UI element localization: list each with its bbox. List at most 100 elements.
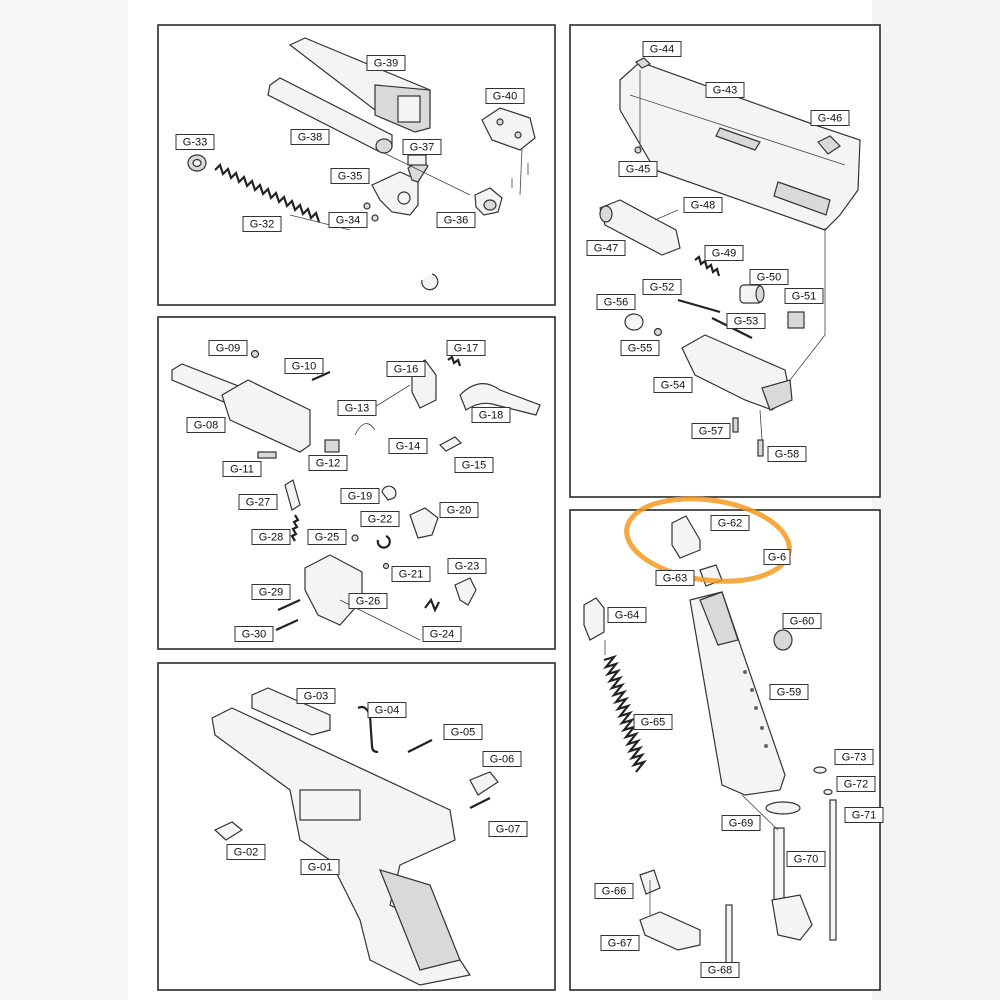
part-label-box — [238, 494, 278, 510]
outer-barrel-part — [288, 37, 431, 133]
rod-part — [829, 799, 837, 941]
part-label-text: G-28 — [259, 532, 283, 544]
hop-adjuster-part — [407, 154, 427, 166]
part-label-text: G-27 — [246, 497, 270, 509]
part-label-g-06: G-06 — [482, 751, 522, 767]
part-label-text: G-48 — [691, 200, 715, 212]
part-label-box — [300, 859, 340, 875]
part-label-box — [749, 269, 789, 285]
knocker-screw-part — [653, 327, 663, 337]
oring-part — [421, 273, 439, 291]
part-label-text: G-60 — [790, 616, 814, 628]
part-label-box — [721, 815, 761, 831]
rail-screw-part — [250, 349, 260, 359]
catch-spring-part — [290, 514, 300, 542]
rail-pin-part — [311, 370, 331, 382]
part-label-g-71: G-71 — [844, 807, 884, 823]
part-label-g-67: G-67 — [600, 935, 640, 951]
part-label-text: G-16 — [394, 364, 418, 376]
part-label-box — [485, 88, 525, 104]
part-label-text: G-13 — [345, 403, 369, 415]
part-label-text: G-66 — [602, 886, 626, 898]
magazine-catch-part — [284, 479, 301, 511]
part-label-g-73: G-73 — [834, 749, 874, 765]
panel-magazine-assembly — [569, 509, 881, 991]
part-label-box — [844, 807, 884, 823]
part-label-box — [655, 570, 695, 586]
part-label-text: G-53 — [734, 316, 758, 328]
part-label-g-26: G-26 — [348, 593, 388, 609]
hammer-spring-part — [447, 355, 462, 367]
part-label-g-15: G-15 — [454, 457, 494, 473]
part-label-box — [226, 844, 266, 860]
part-label-g-38: G-38 — [290, 129, 330, 145]
part-label-text: G-71 — [852, 810, 876, 822]
part-label-g-65: G-65 — [633, 714, 673, 730]
fill-valve-part — [725, 904, 733, 971]
part-label-text: G-33 — [183, 137, 207, 149]
part-label-box — [471, 407, 511, 423]
part-label-box — [600, 935, 640, 951]
part-label-g-57: G-57 — [691, 423, 731, 439]
sight-screw-part — [634, 146, 642, 154]
nozzle-spring-part — [694, 255, 721, 277]
part-label-text: G-58 — [775, 449, 799, 461]
small-oring-a-part — [813, 766, 827, 774]
part-label-g-16: G-16 — [386, 361, 426, 377]
part-label-box — [360, 511, 400, 527]
part-label-text: G-39 — [374, 58, 398, 70]
part-label-text: G-01 — [308, 862, 332, 874]
part-label-box — [242, 216, 282, 232]
part-label-text: G-46 — [818, 113, 842, 125]
part-label-text: G-51 — [792, 291, 816, 303]
part-label-text: G-68 — [708, 965, 732, 977]
rail-insert-part — [251, 687, 331, 736]
part-label-text: G-02 — [234, 847, 258, 859]
part-label-g-08: G-08 — [186, 417, 226, 433]
part-label-g-54: G-54 — [653, 377, 693, 393]
part-label-box — [337, 400, 377, 416]
part-label-g-04: G-04 — [367, 702, 407, 718]
panel-barrel-assembly — [157, 24, 556, 306]
part-label-g-17: G-17 — [446, 340, 486, 356]
part-label-text: G-36 — [444, 215, 468, 227]
part-label-g-44: G-44 — [642, 41, 682, 57]
part-label-box — [388, 438, 428, 454]
part-label-box — [767, 446, 807, 462]
part-label-text: G-19 — [348, 491, 372, 503]
part-label-box — [208, 340, 248, 356]
part-label-g-35: G-35 — [330, 168, 370, 184]
trigger-bar-part — [459, 383, 541, 416]
part-label-box — [700, 962, 740, 978]
guide-rod-head-part — [187, 154, 207, 172]
part-label-g-18: G-18 — [471, 407, 511, 423]
part-label-box — [367, 702, 407, 718]
part-label-text: G-09 — [216, 343, 240, 355]
part-label-g-56: G-56 — [596, 294, 636, 310]
part-label-text: G-23 — [455, 561, 479, 573]
part-label-g-6: G-6 — [763, 549, 791, 565]
part-label-text: G-49 — [712, 248, 736, 260]
part-label-box — [290, 129, 330, 145]
part-label-text: G-44 — [650, 44, 674, 56]
part-label-g-58: G-58 — [767, 446, 807, 462]
part-label-g-62: G-62 — [710, 515, 750, 531]
follower-part — [671, 515, 701, 559]
part-label-text: G-07 — [496, 824, 520, 836]
part-label-g-60: G-60 — [782, 613, 822, 629]
pin-part — [677, 298, 721, 314]
part-label-box — [586, 240, 626, 256]
valve-knocker-part — [624, 313, 644, 331]
part-label-text: G-45 — [626, 164, 650, 176]
part-label-text: G-54 — [661, 380, 685, 392]
stopper-part — [787, 311, 805, 329]
locking-block-part — [221, 379, 311, 453]
part-label-g-53: G-53 — [726, 313, 766, 329]
nozzle-part — [599, 199, 681, 256]
part-label-box — [786, 851, 826, 867]
part-label-box — [443, 724, 483, 740]
part-label-g-09: G-09 — [208, 340, 248, 356]
part-label-box — [330, 168, 370, 184]
part-label-box — [607, 607, 647, 623]
